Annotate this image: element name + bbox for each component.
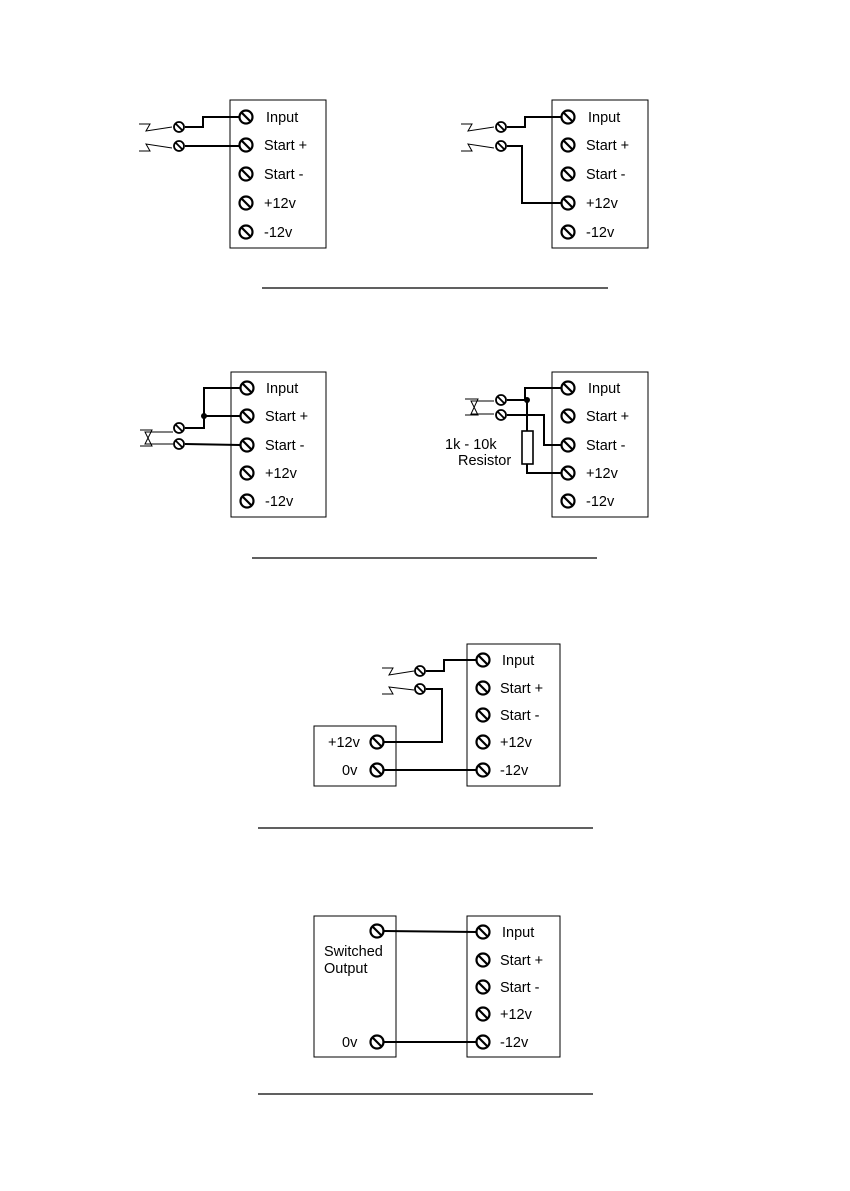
terminal-screw (477, 764, 490, 777)
terminal-label-plus12v: +12v (264, 196, 297, 212)
diagram-1a: Input Start + Start - +12v -12v (139, 100, 326, 248)
resistor-label: 1k - 10k (445, 437, 497, 453)
terminal-label-input: Input (266, 110, 298, 126)
terminal-label-start-plus: Start + (586, 138, 629, 154)
terminal-screw (562, 111, 575, 124)
terminal-label-plus12v: +12v (500, 735, 533, 751)
normally-open-switch-icon (461, 122, 506, 151)
terminal-label-start-minus: Start - (586, 438, 626, 454)
terminal-screw (477, 736, 490, 749)
terminal-label-start-minus: Start - (265, 438, 305, 454)
terminal-screw (477, 954, 490, 967)
terminal-screw (562, 467, 575, 480)
terminal-screw (371, 764, 384, 777)
terminal-screw (240, 197, 253, 210)
normally-closed-switch-icon (465, 395, 506, 420)
terminal-label-start-plus: Start + (500, 681, 543, 697)
terminal-label-minus12v: -12v (265, 494, 294, 510)
resistor-label: Resistor (458, 453, 511, 469)
terminal-label-start-plus: Start + (265, 409, 308, 425)
terminal-screw (477, 682, 490, 695)
terminal-label-start-plus: Start + (500, 953, 543, 969)
terminal-screw (562, 410, 575, 423)
terminal-screw (562, 495, 575, 508)
resistor-icon (522, 431, 533, 464)
normally-open-switch-icon (139, 122, 184, 151)
terminal-screw (371, 736, 384, 749)
terminal-label-minus12v: -12v (500, 763, 529, 779)
terminal-screw (240, 226, 253, 239)
terminal-label-start-minus: Start - (500, 708, 540, 724)
terminal-label-start-minus: Start - (264, 167, 304, 183)
wire (384, 931, 476, 932)
normally-closed-switch-icon (140, 423, 184, 449)
terminal-screw (562, 439, 575, 452)
terminal-screw (477, 1036, 490, 1049)
terminal-screw (240, 111, 253, 124)
terminal-screw (240, 168, 253, 181)
terminal-screw (241, 495, 254, 508)
device-label: Switched (324, 944, 383, 960)
terminal-label-plus12v: +12v (265, 466, 298, 482)
normally-open-switch-icon (382, 666, 425, 694)
terminal-label-start-plus: Start + (586, 409, 629, 425)
terminal-screw (371, 925, 384, 938)
terminal-screw (562, 382, 575, 395)
terminal-screw (477, 654, 490, 667)
terminal-screw (371, 1036, 384, 1049)
terminal-label-start-plus: Start + (264, 138, 307, 154)
terminal-screw (477, 1008, 490, 1021)
terminal-label-plus12v: +12v (586, 196, 619, 212)
terminal-label-input: Input (502, 653, 534, 669)
terminal-label-minus12v: -12v (500, 1035, 529, 1051)
terminal-label-minus12v: -12v (264, 225, 293, 241)
terminal-label-start-minus: Start - (586, 167, 626, 183)
terminal-screw (477, 926, 490, 939)
supply-label-0v: 0v (342, 763, 358, 779)
terminal-screw (240, 139, 253, 152)
terminal-screw (477, 981, 490, 994)
terminal-screw (562, 168, 575, 181)
terminal-screw (241, 467, 254, 480)
terminal-label-minus12v: -12v (586, 494, 615, 510)
terminal-label-input: Input (502, 925, 534, 941)
diagram-2a: Input Start + Start - +12v -12v (140, 372, 326, 517)
terminal-label-plus12v: +12v (586, 466, 619, 482)
terminal-screw (241, 410, 254, 423)
terminal-screw (241, 439, 254, 452)
terminal-label-minus12v: -12v (586, 225, 615, 241)
terminal-label-input: Input (266, 381, 298, 397)
supply-label-plus12v: +12v (328, 735, 361, 751)
terminal-screw (477, 709, 490, 722)
diagram-1b: Input Start + Start - +12v -12v (461, 100, 648, 248)
terminal-screw (562, 139, 575, 152)
wire (185, 444, 240, 445)
terminal-screw (241, 382, 254, 395)
terminal-label-plus12v: +12v (500, 1007, 533, 1023)
terminal-label-start-minus: Start - (500, 980, 540, 996)
diagram-4: Input Start + Start - +12v -12v Switched… (314, 916, 560, 1057)
terminal-screw (562, 197, 575, 210)
terminal-screw (562, 226, 575, 239)
diagram-2b: Input Start + Start - +12v -12v 1k - 10k… (445, 372, 648, 517)
terminal-label-input: Input (588, 110, 620, 126)
device-label: Output (324, 961, 368, 977)
terminal-label-input: Input (588, 381, 620, 397)
diagram-3: Input Start + Start - +12v -12v +12v 0v (314, 644, 560, 786)
device-ground-label: 0v (342, 1035, 358, 1051)
junction-dot (201, 413, 207, 419)
